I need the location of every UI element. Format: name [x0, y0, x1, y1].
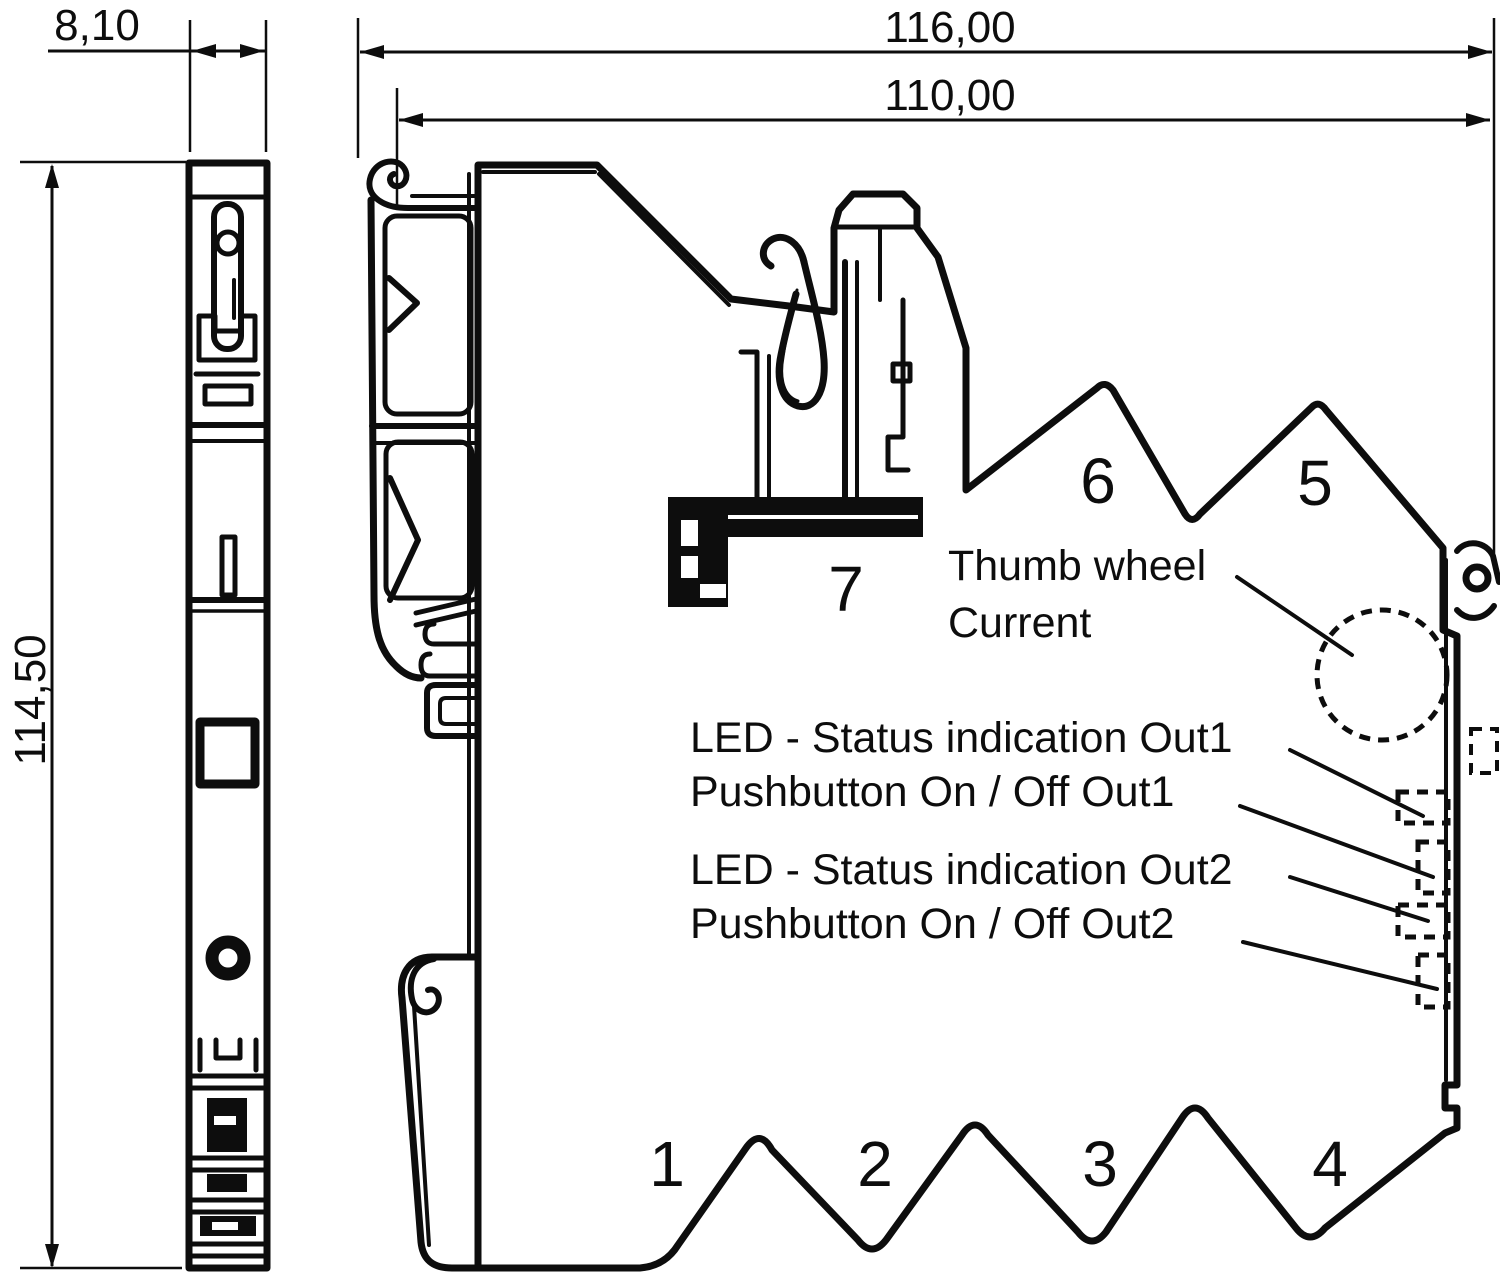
- thumb-wheel-label-line2: Current: [948, 599, 1091, 647]
- thumb-wheel-leader-line: [1235, 575, 1354, 657]
- side-bar-2: [202, 383, 254, 407]
- din-rail-clip-lower: [397, 953, 482, 1272]
- pushbutton-out1-label: Pushbutton On / Off Out1: [690, 768, 1174, 816]
- clip-left-edge: [367, 196, 425, 682]
- terminal-label-3: 3: [1082, 1128, 1118, 1200]
- side-terminal-band-4: [189, 1241, 267, 1259]
- thumb-wheel-label-line1: Thumb wheel: [948, 542, 1206, 590]
- clip-top-curl: [366, 158, 481, 211]
- pushbutton-out2-label: Pushbutton On / Off Out2: [690, 900, 1174, 948]
- side-round-hole: [205, 935, 251, 981]
- pushbutton-out2-leader-line: [1241, 940, 1439, 991]
- block-step: [885, 297, 911, 473]
- clip-lower-hook-inner: [412, 1004, 431, 1247]
- height-arrow-top-icon: [45, 164, 59, 188]
- side-terminal-slot-3: [212, 1222, 238, 1230]
- width-body-arrow-right-icon: [1466, 113, 1490, 127]
- width-total-arrow-right-icon: [1468, 45, 1492, 59]
- housing-outline: [474, 161, 1461, 1272]
- dimension-width-total: 116,00: [356, 3, 1496, 560]
- height-arrow-bottom-icon: [45, 1244, 59, 1268]
- pushbutton-out1-leader-line: [1238, 804, 1435, 879]
- block-square-detail: [890, 361, 913, 384]
- din-rail-clip-upper: [366, 158, 481, 739]
- callout-labels: Thumb wheel Current LED - Status indicat…: [690, 542, 1233, 948]
- pushbutton-out2-indicator: [1415, 952, 1451, 1010]
- clamp-foot-slot-1: [681, 520, 698, 546]
- dimension-width-body: 110,00: [395, 71, 1490, 205]
- clamp-foot-slot-3: [700, 584, 726, 598]
- spring-clamp: [775, 258, 828, 411]
- thumb-wheel-circle: [1314, 607, 1450, 743]
- height-extension-lines: [20, 160, 186, 1270]
- side-square-window: [195, 717, 260, 789]
- clamp-pocket-wall-a: [738, 349, 760, 500]
- clip-latch-band-2: [418, 651, 479, 679]
- led-out2-leader-line: [1288, 875, 1430, 923]
- pivot-bracket-bottom: [1454, 603, 1497, 621]
- terminal-label-1: 1: [649, 1128, 685, 1200]
- side-terminal-slot-1: [214, 1116, 236, 1125]
- clip-notch-box: [424, 682, 479, 739]
- terminal-numbers: 1 2 3 4 5 6 7: [649, 445, 1348, 1200]
- face-side-marker: [1469, 727, 1499, 775]
- dimension-height: 114,50: [6, 160, 186, 1270]
- side-view: [185, 159, 271, 1272]
- terminal-label-4: 4: [1312, 1128, 1348, 1200]
- clip-lower-hook: [397, 953, 482, 1272]
- clip-frame-2: [383, 439, 475, 601]
- clip-lower-hook-curl: [407, 956, 442, 1016]
- depth-arrow-left-icon: [192, 44, 216, 58]
- depth-arrow-right-icon: [240, 44, 264, 58]
- terminal-label-5: 5: [1297, 447, 1333, 519]
- width-total-arrow-left-icon: [360, 45, 384, 59]
- pivot-circle-icon: [1462, 563, 1492, 593]
- led-out1-label: LED - Status indication Out1: [690, 714, 1233, 762]
- spring-hook: [759, 234, 808, 270]
- led-out2-indicator: [1395, 902, 1451, 940]
- height-dimension-value: 114,50: [6, 634, 55, 765]
- led-out1-leader-line: [1288, 748, 1425, 818]
- clip-chevron-2: [387, 475, 421, 603]
- clamp-foot-slot-2: [681, 556, 698, 578]
- side-terminal-band-3: [189, 1197, 267, 1215]
- terminal-label-2: 2: [857, 1128, 893, 1200]
- side-terminal-yoke: [197, 1037, 259, 1073]
- terminal-label-7: 7: [828, 553, 864, 625]
- clip-latch-band-1: [422, 621, 479, 647]
- terminal-label-6: 6: [1080, 445, 1116, 517]
- terminal-clamp-area: [668, 224, 923, 607]
- depth-dimension-value: 8,10: [54, 1, 140, 50]
- width-body-arrow-left-icon: [399, 113, 423, 127]
- clip-latch-diagonal: [413, 596, 479, 628]
- dimension-depth: 8,10: [48, 1, 268, 152]
- width-total-extension-lines: [356, 18, 1496, 560]
- clip-chevron-1: [386, 275, 420, 333]
- clip-notch-box-inner: [438, 696, 478, 726]
- width-total-dimension-value: 116,00: [884, 3, 1015, 52]
- led-out1-indicator: [1395, 789, 1451, 826]
- screw-slot: [211, 201, 244, 352]
- side-terminal-block-2: [207, 1174, 247, 1192]
- clip-frame-1: [382, 213, 474, 417]
- width-body-dimension-value: 110,00: [884, 71, 1015, 120]
- side-terminal-band-1: [189, 1073, 267, 1091]
- screw-hole-icon: [214, 229, 242, 257]
- depth-extension-lines: [188, 20, 268, 152]
- led-out2-label: LED - Status indication Out2: [690, 846, 1233, 894]
- side-terminal-band-2: [189, 1155, 267, 1173]
- clamp-yoke: [196, 313, 258, 363]
- main-view: [366, 158, 1500, 1272]
- spring-clamp-inner: [780, 288, 800, 403]
- pushbutton-out1-indicator: [1415, 839, 1451, 896]
- side-narrow-slot: [219, 534, 238, 598]
- housing-inner-top: [481, 170, 731, 307]
